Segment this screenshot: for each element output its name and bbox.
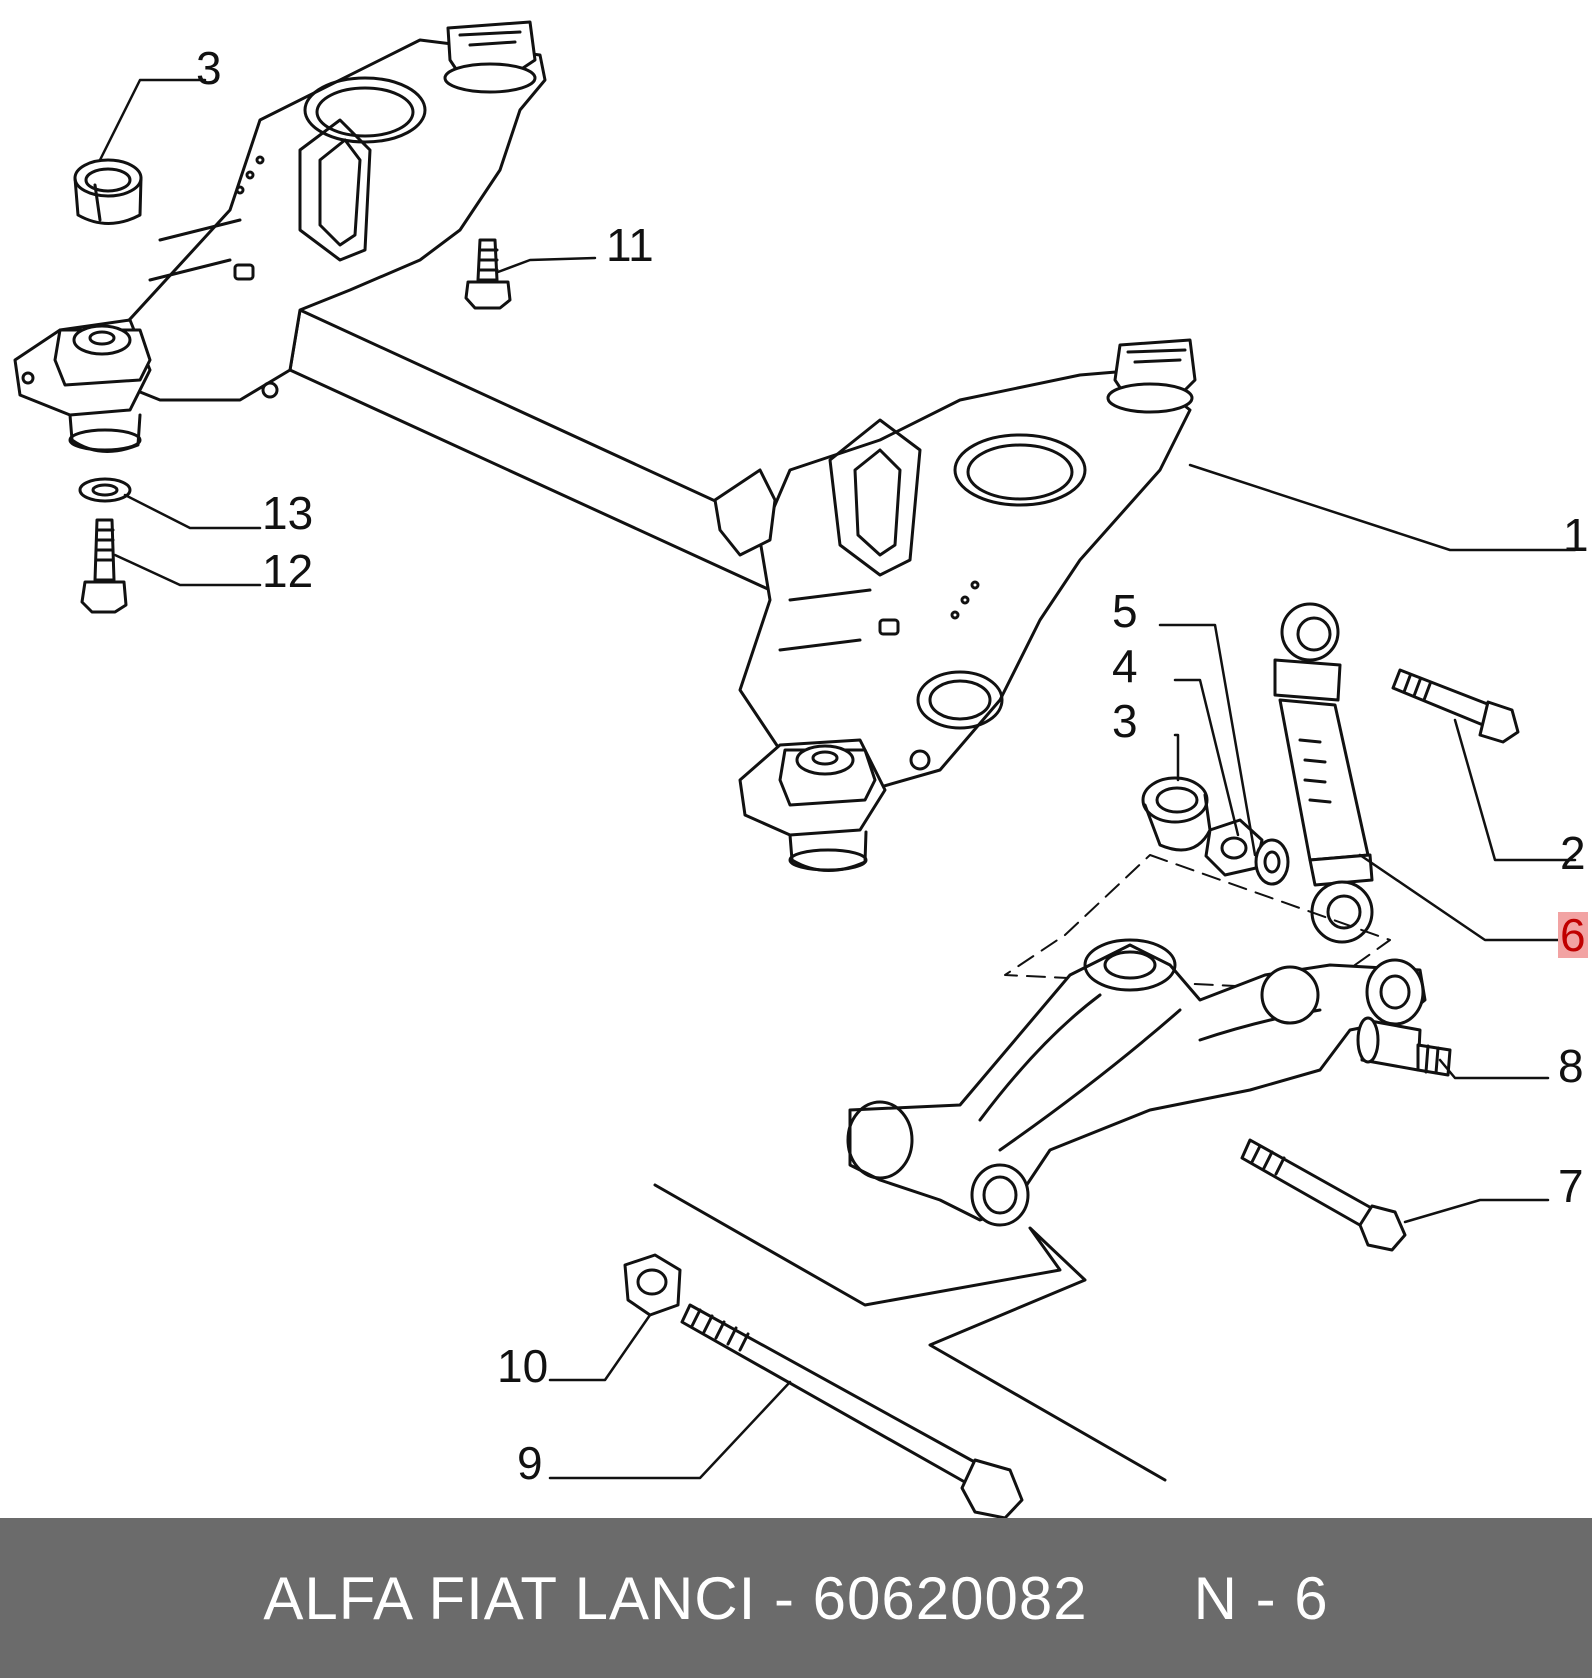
bolt-7	[1240, 1138, 1407, 1252]
callout-10: 10	[497, 1340, 549, 1392]
callout-2: 2	[1560, 827, 1586, 879]
bolt-12	[80, 518, 128, 614]
footer-bar: ALFA FIAT LANCI - 60620082 N - 6	[0, 1518, 1592, 1678]
washer-5	[1254, 838, 1290, 886]
callout-6-highlighted: 6	[1558, 909, 1588, 961]
lower-control-arm	[846, 938, 1427, 1227]
callout-1: 1	[1563, 509, 1589, 561]
left-trailing-arm	[13, 20, 547, 453]
axle-tube	[285, 308, 802, 592]
nut-10	[623, 1253, 682, 1317]
callout-8: 8	[1558, 1040, 1584, 1092]
callout-13: 13	[262, 487, 314, 539]
bolt-11	[464, 238, 512, 310]
callout-12: 12	[262, 545, 314, 597]
dashed-guide	[1004, 854, 1391, 991]
footer-brand-part: ALFA FIAT LANCI - 60620082	[263, 1564, 1088, 1632]
shock-absorber-6	[1273, 602, 1374, 944]
bushing-3-lower	[1141, 776, 1212, 852]
callout-3-lower: 3	[1112, 695, 1138, 747]
right-trailing-arm	[713, 338, 1197, 872]
bushing-3-upper	[73, 158, 143, 225]
footer-caption: ALFA FIAT LANCI - 60620082 N - 6	[263, 1564, 1328, 1633]
rear-suspension-diagram	[13, 20, 1577, 1518]
bolt-9	[680, 1303, 1024, 1518]
callout-5: 5	[1112, 585, 1138, 637]
footer-spacer	[1088, 1565, 1194, 1632]
footer-ref: N - 6	[1193, 1564, 1329, 1632]
stud-8	[1356, 1016, 1452, 1077]
washer-13	[78, 477, 132, 503]
callout-4: 4	[1112, 640, 1138, 692]
section-line	[653, 1183, 1167, 1482]
bolt-2	[1391, 668, 1520, 744]
callout-11: 11	[606, 219, 654, 271]
callout-7: 7	[1558, 1160, 1584, 1212]
callout-9: 9	[517, 1437, 543, 1489]
leader-lines	[98, 78, 1577, 1480]
callout-3-upper: 3	[196, 42, 222, 94]
